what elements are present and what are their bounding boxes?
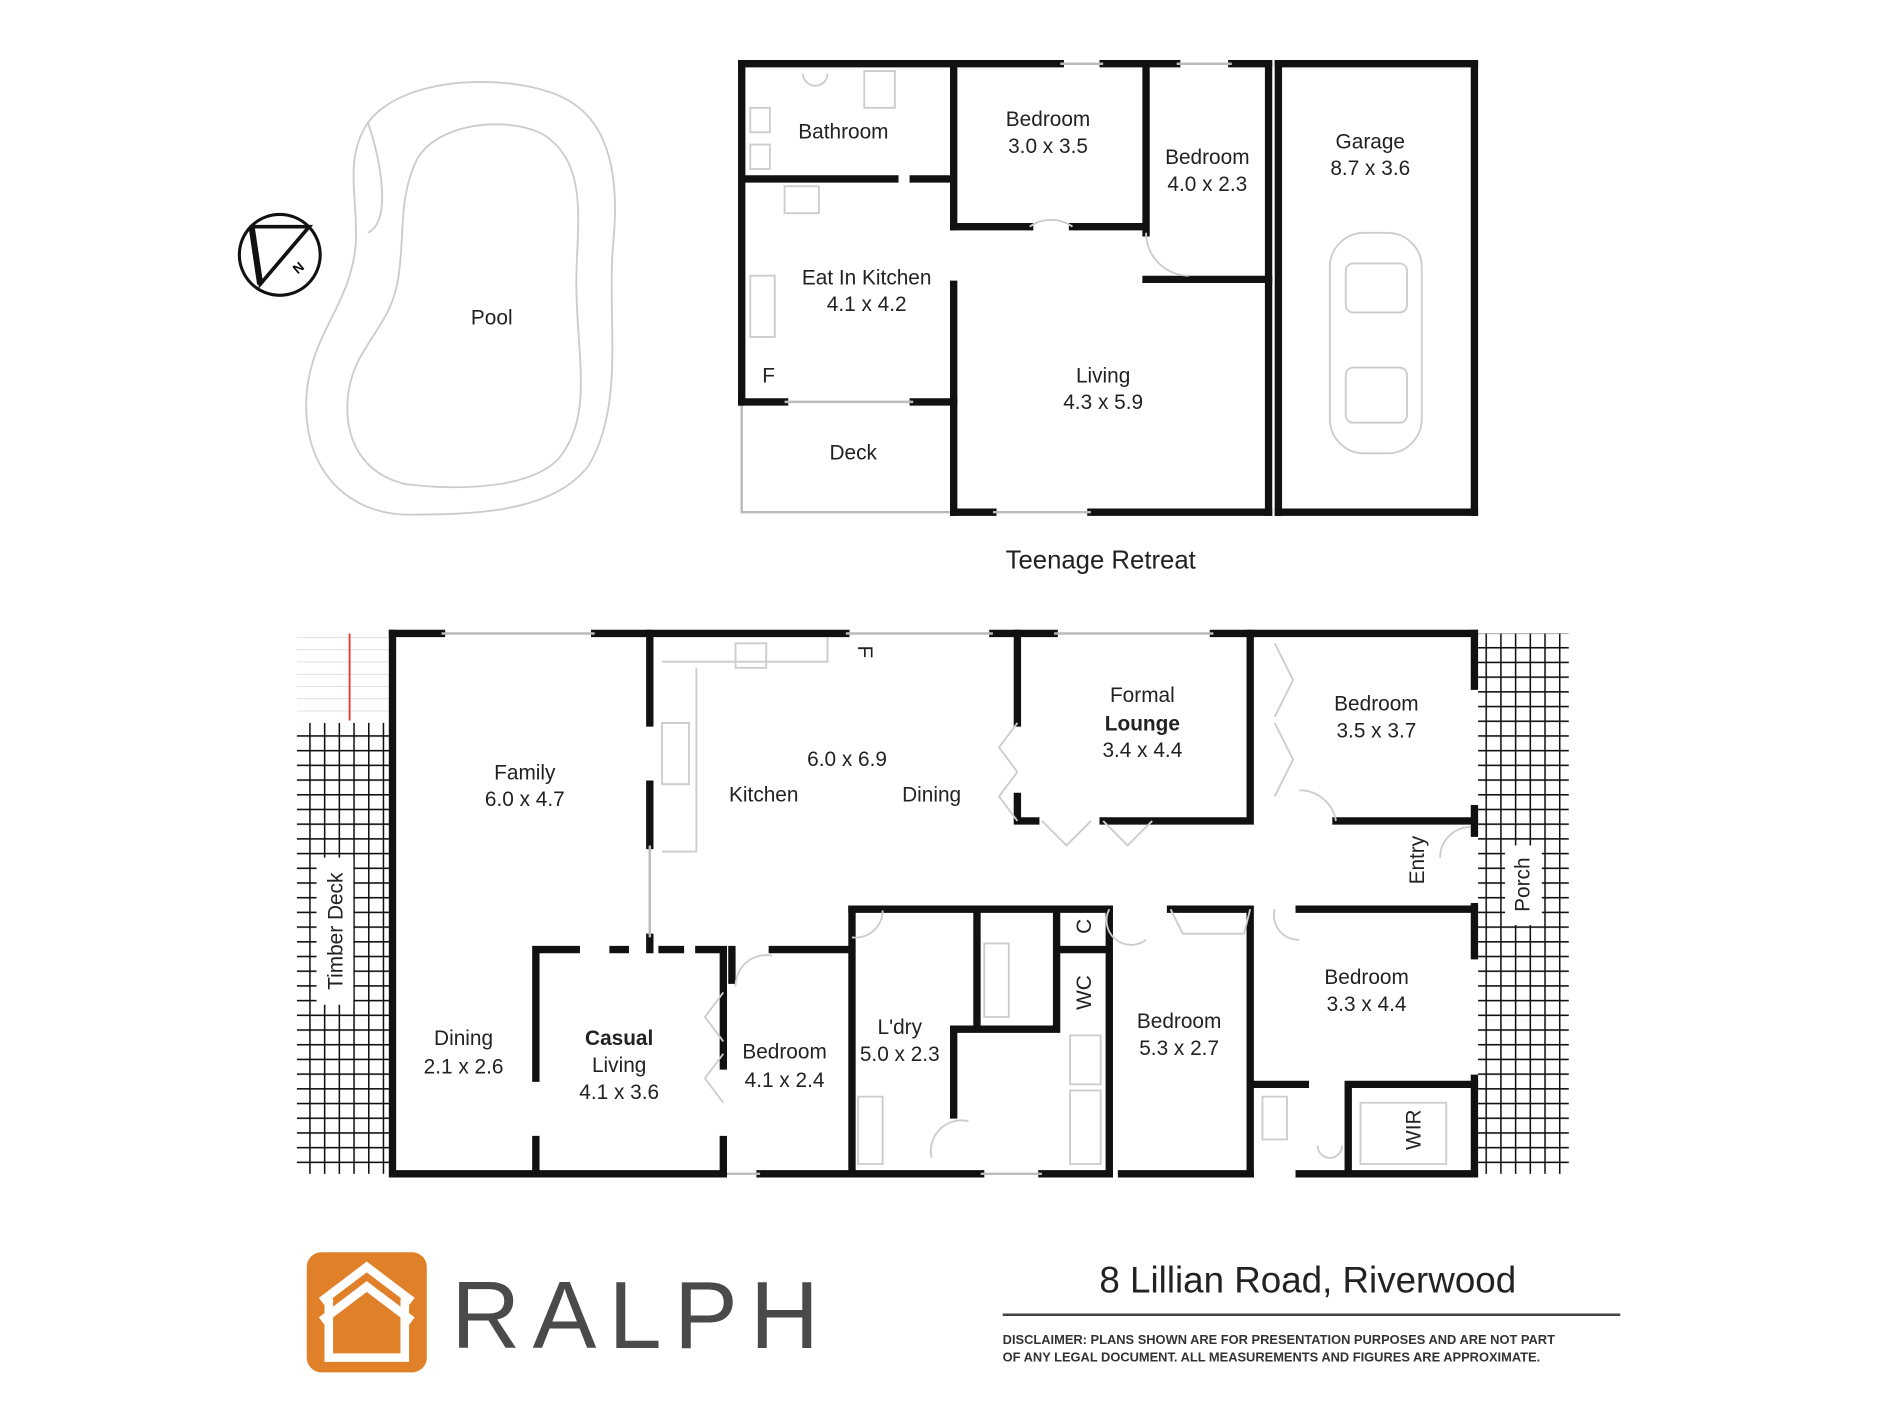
property-address: 8 Lillian Road, Riverwood — [1099, 1260, 1516, 1301]
room-wir: WIR — [1403, 1109, 1426, 1149]
room-entry: Entry — [1406, 835, 1429, 884]
room-bedroom-2-name: Bedroom — [1165, 146, 1249, 169]
stairs — [296, 633, 391, 723]
room-deck: Deck — [829, 441, 877, 464]
room-eat-in-kitchen-name: Eat In Kitchen — [802, 266, 932, 289]
brand-name: RALPH — [451, 1262, 831, 1369]
house-logo-icon — [306, 1252, 427, 1373]
room-casual-living-name-1: Casual — [585, 1027, 653, 1050]
room-bedroom-rear-size: 3.3 x 4.4 — [1327, 993, 1407, 1016]
room-garage-name: Garage — [1336, 130, 1405, 153]
room-bedroom-1-name: Bedroom — [1006, 108, 1090, 131]
room-laundry-size: 5.0 x 2.3 — [860, 1043, 940, 1066]
room-dining-small-name: Dining — [434, 1027, 493, 1050]
disclaimer-line-1: DISCLAIMER: PLANS SHOWN ARE FOR PRESENTA… — [1003, 1332, 1555, 1347]
room-bedroom-main-name: Bedroom — [1137, 1010, 1221, 1033]
room-bedroom-1-size: 3.0 x 3.5 — [1008, 135, 1088, 158]
room-family-name: Family — [494, 761, 556, 784]
room-family-size: 6.0 x 4.7 — [485, 788, 565, 811]
room-wc: WC — [1073, 975, 1096, 1010]
disclaimer-line-2: OF ANY LEGAL DOCUMENT. ALL MEASUREMENTS … — [1003, 1349, 1541, 1364]
kitchen-fridge-label: F — [853, 645, 876, 658]
room-eat-in-kitchen-size: 4.1 x 4.2 — [827, 293, 907, 316]
compass-icon: N — [237, 212, 322, 297]
room-bathroom: Bathroom — [798, 120, 888, 143]
room-bedroom-mid-size: 4.1 x 2.4 — [745, 1069, 825, 1092]
room-kitchen-dining-size: 6.0 x 6.9 — [807, 748, 887, 771]
room-garage-size: 8.7 x 3.6 — [1330, 157, 1410, 180]
room-living-size: 4.3 x 5.9 — [1063, 391, 1143, 414]
room-bedroom-front-name: Bedroom — [1334, 693, 1418, 716]
room-porch: Porch — [1512, 857, 1535, 911]
room-dining-name: Dining — [902, 783, 961, 806]
teenage-retreat-title: Teenage Retreat — [1006, 547, 1196, 575]
room-bedroom-2-size: 4.0 x 2.3 — [1167, 173, 1247, 196]
pool-label: Pool — [471, 307, 513, 330]
room-timber-deck: Timber Deck — [324, 872, 347, 990]
room-dining-small-size: 2.1 x 2.6 — [424, 1055, 504, 1078]
teenage-retreat-plan: Bathroom Bedroom 3.0 x 3.5 Bedroom 4.0 x… — [738, 60, 1479, 575]
room-formal-lounge-size: 3.4 x 4.4 — [1102, 739, 1182, 762]
fridge-label: F — [762, 364, 775, 387]
main-house-plan: Family 6.0 x 4.7 6.0 x 6.9 Kitchen Dinin… — [296, 629, 1569, 1178]
brand-logo: RALPH — [306, 1252, 831, 1373]
compass-north-label: N — [290, 259, 307, 277]
room-living-name: Living — [1076, 364, 1130, 387]
room-bedroom-main-size: 5.3 x 2.7 — [1139, 1037, 1219, 1060]
pool: Pool — [305, 81, 616, 516]
room-formal-lounge-name-1: Formal — [1110, 684, 1175, 707]
room-cupboard: C — [1073, 919, 1096, 934]
car-icon — [1328, 231, 1423, 455]
room-casual-living-name-2: Living — [592, 1054, 646, 1077]
room-formal-lounge-name-2: Lounge — [1105, 712, 1180, 735]
room-bedroom-rear-name: Bedroom — [1324, 966, 1408, 989]
room-laundry-name: L'dry — [878, 1016, 923, 1039]
room-kitchen-name: Kitchen — [729, 783, 798, 806]
room-bedroom-mid-name: Bedroom — [742, 1041, 826, 1064]
room-bedroom-front-size: 3.5 x 3.7 — [1336, 720, 1416, 743]
room-casual-living-size: 4.1 x 3.6 — [579, 1081, 659, 1104]
